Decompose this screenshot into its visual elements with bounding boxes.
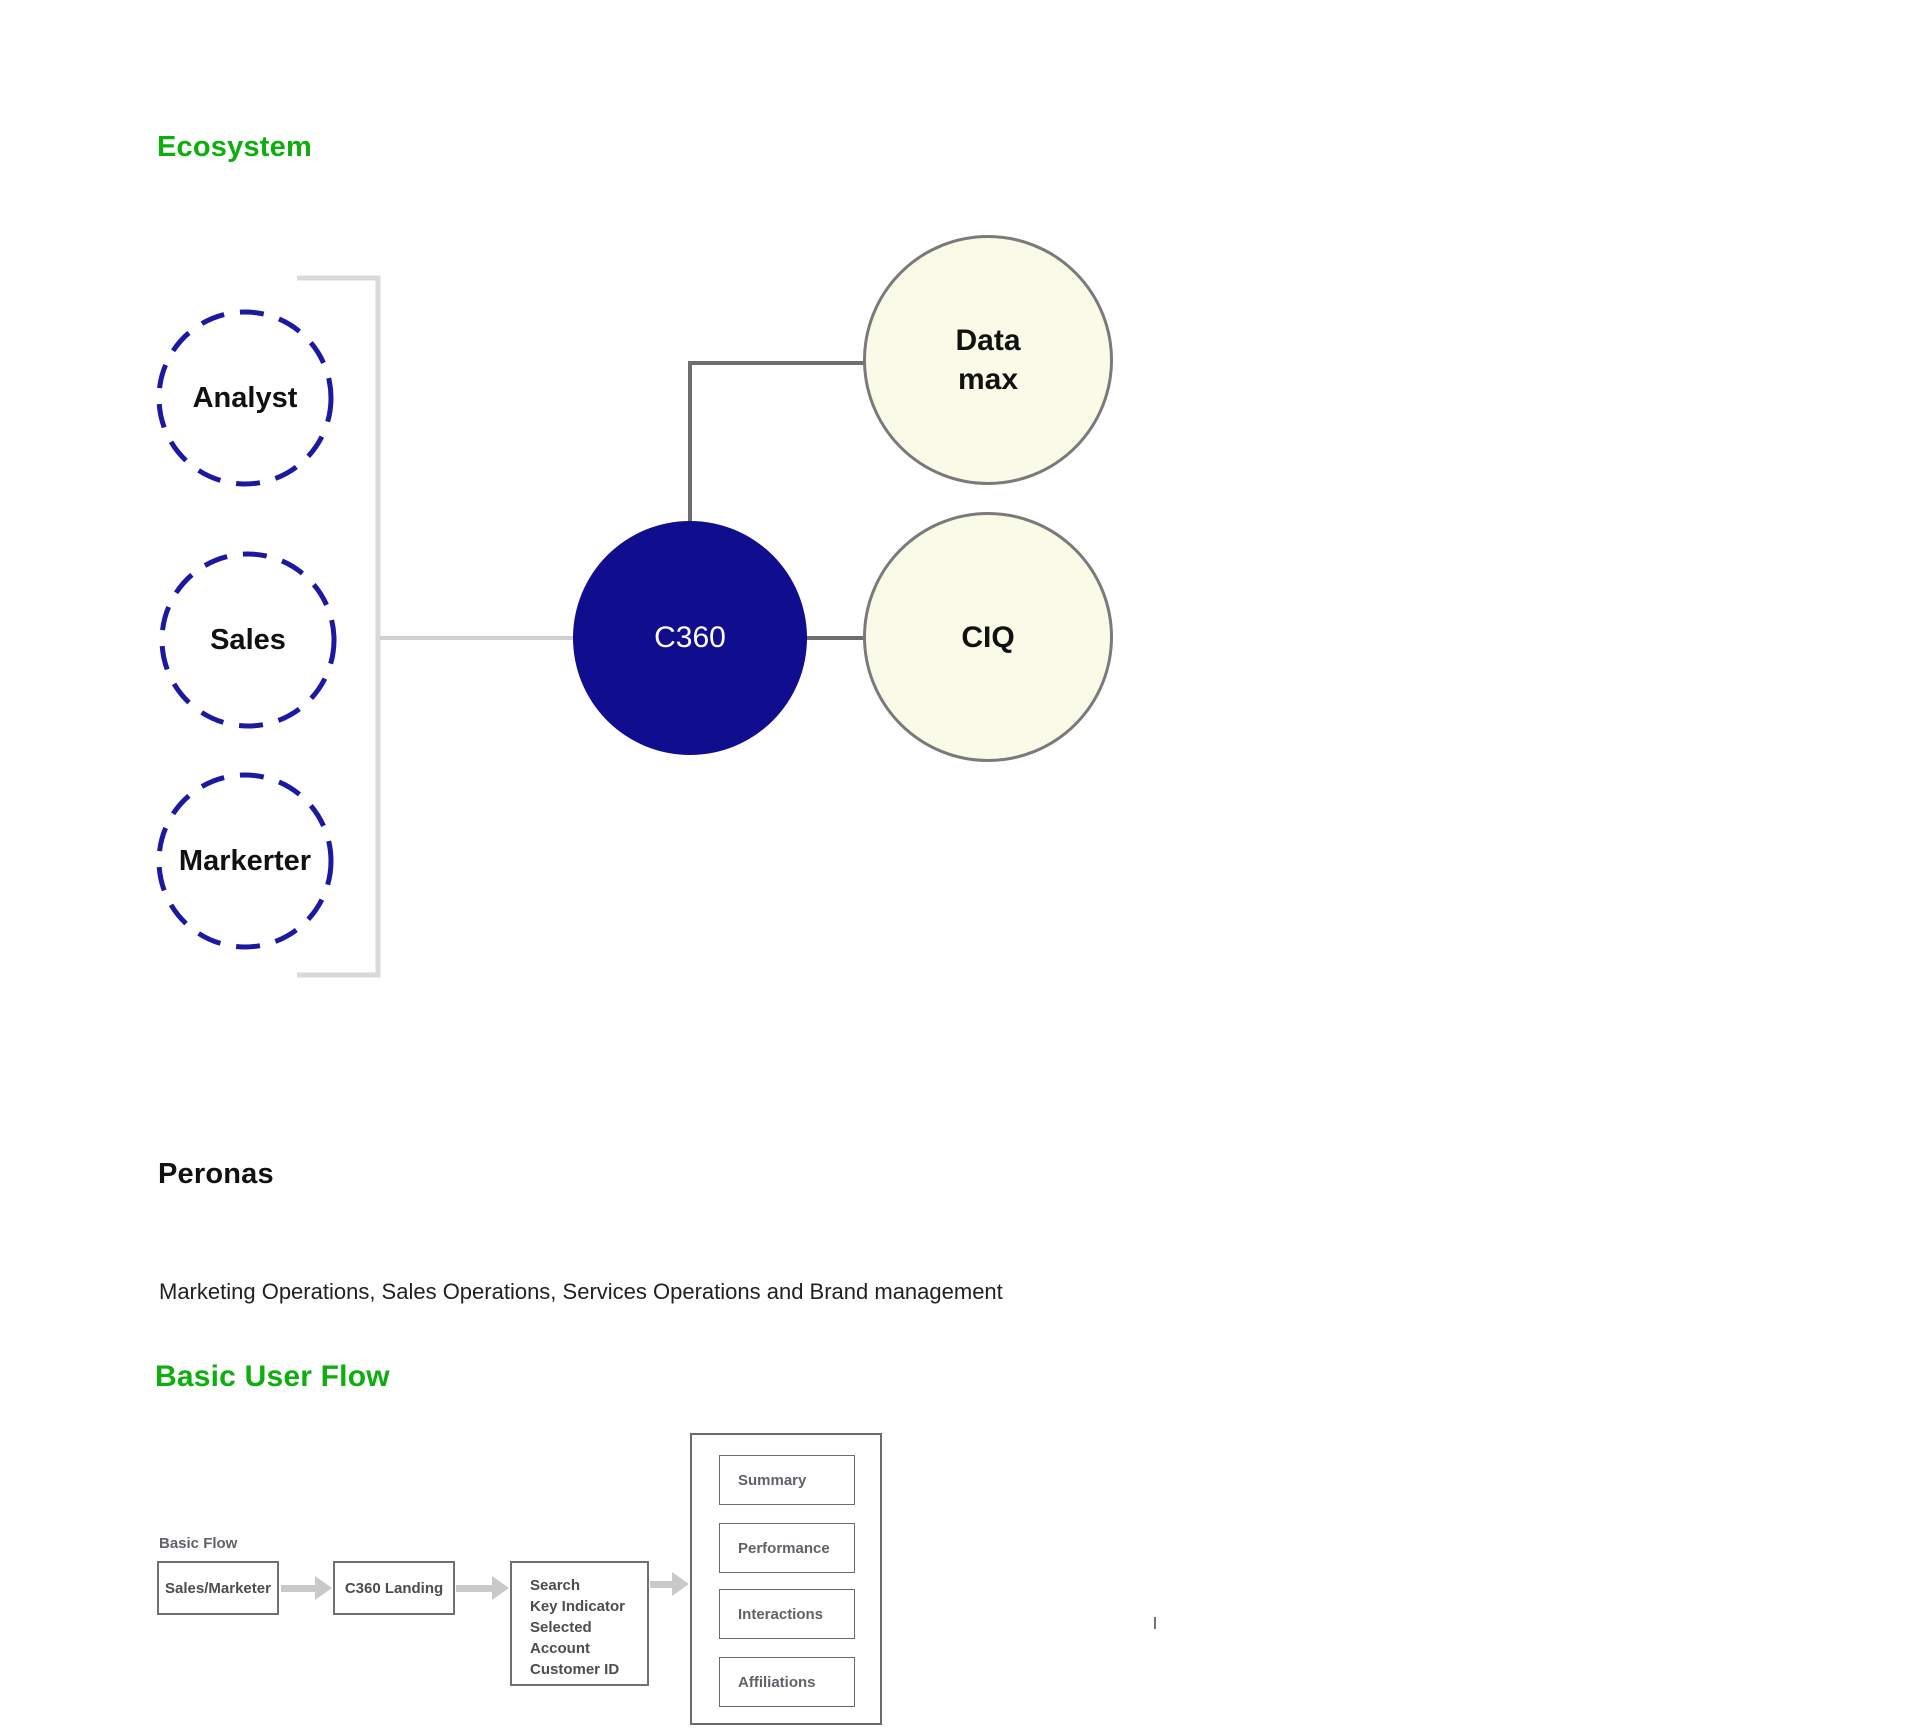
cursor-tick-mark	[1154, 1617, 1156, 1629]
system-node-datamax: Data max	[863, 235, 1113, 485]
system-node-ciq: CIQ	[863, 512, 1113, 762]
flow-step-label: Sales/Marketer	[165, 1579, 271, 1597]
personas-description: Marketing Operations, Sales Operations, …	[159, 1279, 1003, 1304]
search-box-line: Key Indicator	[530, 1598, 626, 1615]
search-box-line: Selected Account	[530, 1619, 592, 1657]
flow-step-search: Search Key Indicator Selected Account Cu…	[510, 1561, 649, 1686]
persona-label: Markerter	[178, 844, 312, 877]
persona-node-sales: Sales	[158, 550, 338, 730]
persona-label: Analyst	[192, 381, 298, 414]
ecosystem-section-title: Ecosystem	[157, 131, 312, 163]
dashed-circle-icon	[159, 551, 337, 729]
basic-flow-label: Basic Flow	[159, 1535, 238, 1552]
flow-arrow-icon	[456, 1576, 509, 1600]
hub-to-datamax-line	[688, 361, 865, 523]
flow-step-c360-landing: C360 Landing	[333, 1561, 455, 1615]
user-flow-section-title: Basic User Flow	[155, 1360, 390, 1393]
tab-box-performance: Performance	[719, 1523, 855, 1573]
dashed-circle-icon	[156, 309, 334, 487]
system-label: Data max	[955, 324, 1021, 396]
tab-label: Summary	[738, 1471, 807, 1489]
persona-node-marketer: Markerter	[155, 771, 335, 951]
dashed-circle-icon	[156, 772, 334, 950]
persona-node-analyst: Analyst	[155, 308, 335, 488]
search-box-line: Customer ID	[530, 1661, 620, 1678]
search-box-line: Search	[530, 1577, 581, 1594]
tab-box-summary: Summary	[719, 1455, 855, 1505]
flow-step-sales-marketer: Sales/Marketer	[157, 1561, 279, 1615]
hub-label: C360	[654, 621, 726, 654]
tab-label: Performance	[738, 1539, 830, 1557]
tab-label: Affiliations	[738, 1673, 816, 1691]
tab-box-affiliations: Affiliations	[719, 1657, 855, 1707]
persona-label: Sales	[210, 623, 286, 656]
hub-node-c360: C360	[573, 521, 807, 755]
flow-step-label: C360 Landing	[344, 1579, 444, 1597]
flow-arrow-icon	[650, 1572, 689, 1596]
tab-box-interactions: Interactions	[719, 1589, 855, 1639]
personas-section-title: Peronas	[158, 1158, 274, 1190]
tab-label: Interactions	[738, 1605, 824, 1623]
system-label: CIQ	[961, 620, 1015, 654]
flow-arrow-icon	[281, 1576, 332, 1600]
